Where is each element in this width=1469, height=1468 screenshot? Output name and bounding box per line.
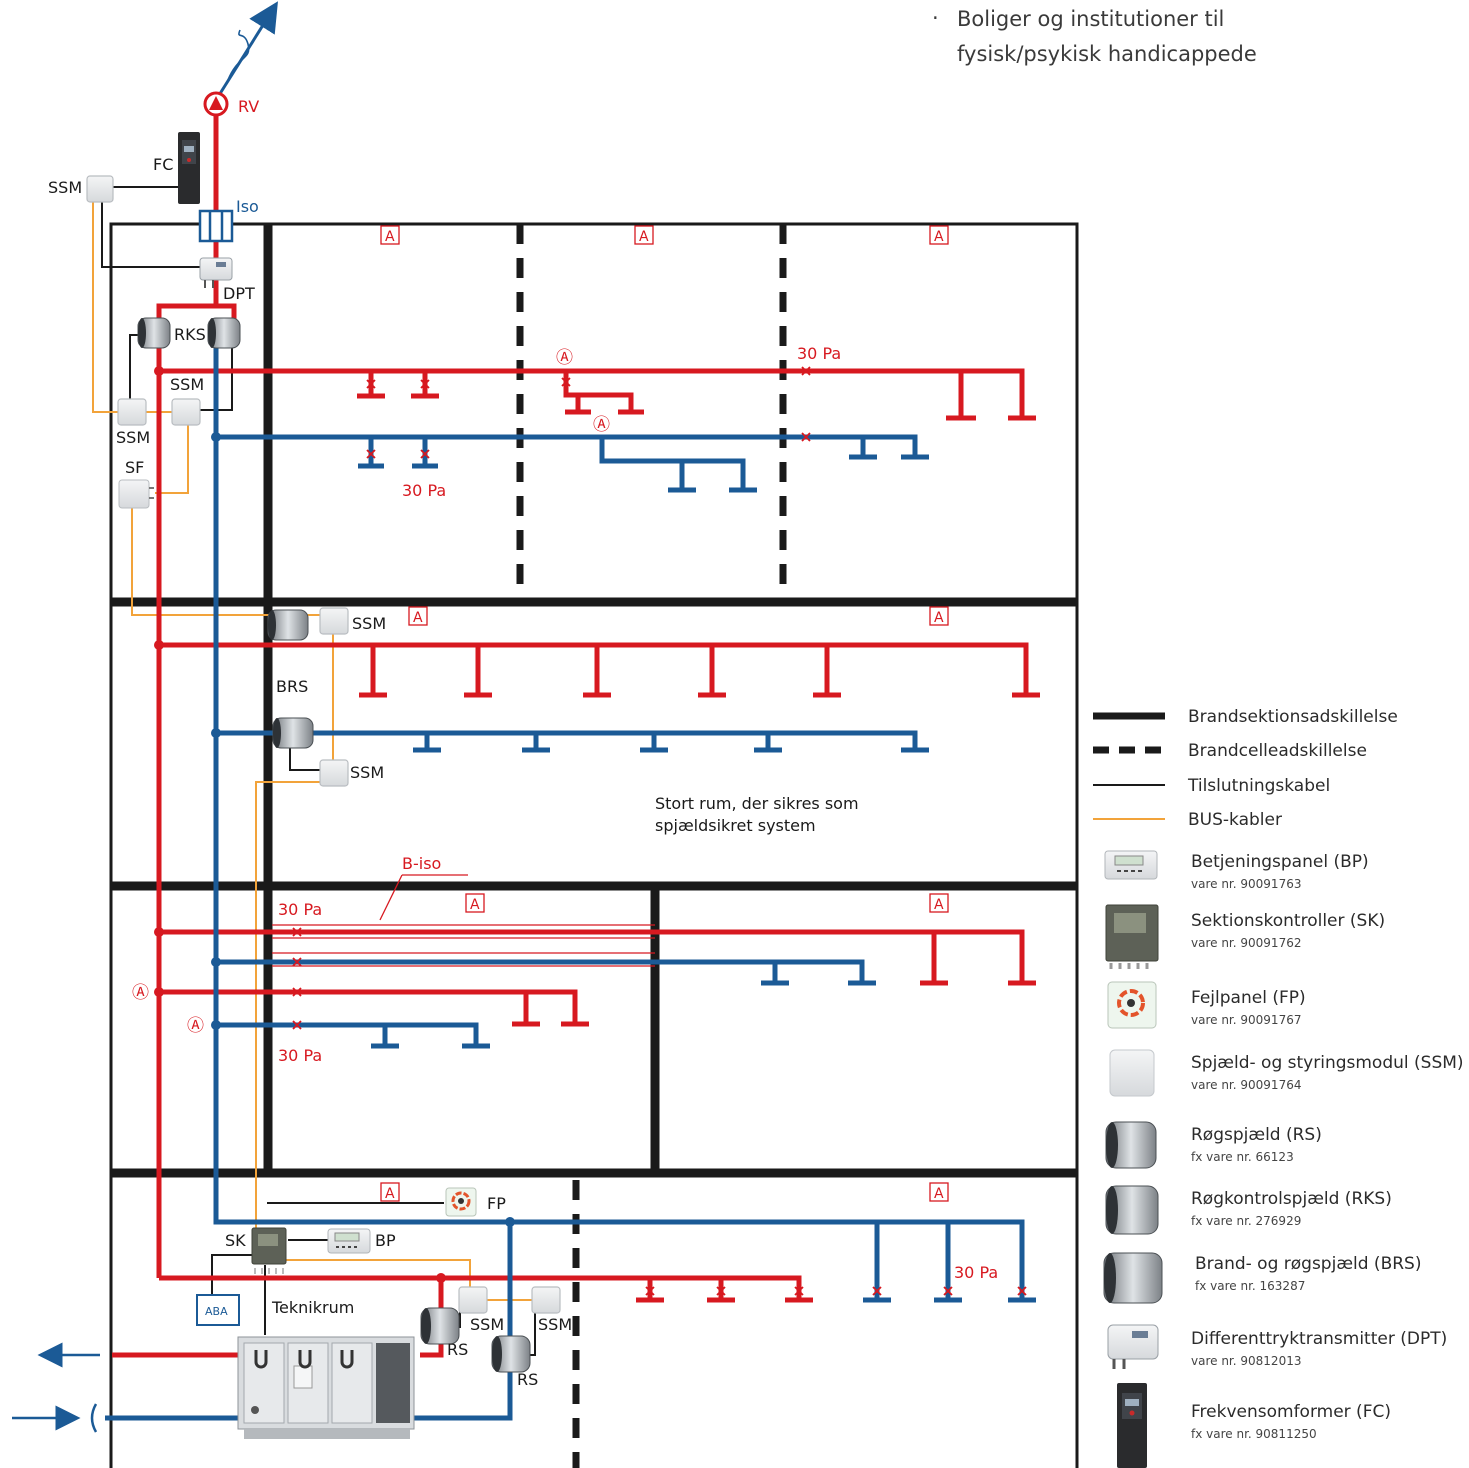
rv-fan — [203, 91, 229, 117]
control-panel-icon — [1104, 850, 1158, 880]
pressure-label-1: 30 Pa — [797, 344, 841, 363]
rs-label-2: RS — [517, 1370, 538, 1389]
room-line1: Stort rum, der sikres som — [655, 794, 859, 813]
frequency-converter — [178, 132, 200, 204]
iso-label: Iso — [236, 197, 259, 216]
fault-panel — [445, 1187, 477, 1217]
zone-a-7: A — [934, 897, 944, 913]
sk-label: SK — [225, 1231, 246, 1250]
legend-title-fp: Fejlpanel (FP) — [1191, 988, 1306, 1008]
header-line2: fysisk/psykisk handicappede — [957, 42, 1257, 66]
outside-air-arrows — [12, 1342, 100, 1433]
measurement-marks — [292, 366, 1027, 1296]
zone-a-9: A — [934, 1186, 944, 1202]
room-line2: spjældsikret system — [655, 816, 816, 835]
legend-title-rs: Røgspjæld (RS) — [1191, 1125, 1322, 1145]
rks-label: RKS — [174, 325, 206, 344]
ssm-label-4: SSM — [352, 614, 386, 633]
circle-a-1: Ⓐ — [556, 348, 573, 368]
smoke-damper-icon — [1105, 1121, 1157, 1169]
circle-a-2: Ⓐ — [593, 415, 610, 435]
ssm-modules — [86, 175, 561, 1314]
aba-box — [196, 1294, 240, 1326]
brs-label: BRS — [276, 677, 308, 696]
ssm-label-3: SSM — [116, 428, 150, 447]
legend-sub-fc: fx vare nr. 90811250 — [1191, 1427, 1317, 1441]
zone-a-4: A — [413, 610, 423, 626]
legend-title-bp: Betjeningspanel (BP) — [1191, 852, 1369, 872]
ssm-label-7: SSM — [538, 1315, 572, 1334]
ssm-label-6: SSM — [470, 1315, 504, 1334]
pressure-label-2: 30 Pa — [402, 481, 446, 500]
legend-sub-fp: vare nr. 90091767 — [1191, 1013, 1301, 1027]
legend-sub-dpt: vare nr. 90812013 — [1191, 1354, 1301, 1368]
pressure-label-4: 30 Pa — [278, 1046, 322, 1065]
section-controller-icon — [1105, 904, 1159, 969]
fault-panel-icon — [1107, 981, 1157, 1029]
circle-a-3: Ⓐ — [132, 983, 149, 1003]
control-panel — [327, 1228, 371, 1254]
pressure-transmitter — [199, 257, 233, 288]
zone-a-3: A — [934, 229, 944, 245]
damper-module-icon — [1109, 1049, 1155, 1097]
section-controller — [251, 1227, 287, 1274]
diagram-labels: · Boliger og institutioner til fysisk/ps… — [48, 6, 1257, 1389]
legend-sub-sk: vare nr. 90091762 — [1191, 936, 1301, 950]
smoke-control-damper-icon — [1105, 1185, 1159, 1235]
dampers — [137, 317, 531, 1373]
air-handling-unit — [237, 1336, 415, 1439]
b-iso-label: B-iso — [402, 854, 441, 873]
legend-title-brs: Brand- og røgspjæld (BRS) — [1195, 1254, 1421, 1274]
legend-title-dpt: Differenttryktransmitter (DPT) — [1191, 1329, 1447, 1349]
dpt-label: DPT — [223, 284, 255, 303]
zone-a-5: A — [934, 610, 944, 626]
bullet-dot: · — [932, 6, 939, 30]
legend-sub-brs: fx vare nr. 163287 — [1195, 1279, 1305, 1293]
ssm-label-5: SSM — [350, 763, 384, 782]
iso-connector — [198, 209, 234, 243]
legend-sub-rs: fx vare nr. 66123 — [1191, 1150, 1294, 1164]
supply-ducts — [105, 340, 1036, 1421]
legend-line-label-4: BUS-kabler — [1188, 810, 1282, 830]
fire-smoke-damper-icon — [1103, 1252, 1163, 1304]
bp-label: BP — [375, 1231, 396, 1250]
ssm-label-2: SSM — [170, 375, 204, 394]
legend: Brandsektionsadskillelse Brandcelleadski… — [1093, 707, 1464, 1468]
legend-sub-bp: vare nr. 90091763 — [1191, 877, 1301, 891]
legend-line-label-2: Brandcelleadskillelse — [1188, 741, 1367, 761]
legend-title-ssm: Spjæld- og styringsmodul (SSM) — [1191, 1053, 1464, 1073]
legend-line-label-1: Brandsektionsadskillelse — [1188, 707, 1398, 727]
fc-label: FC — [153, 155, 173, 174]
zone-a-markers — [380, 225, 949, 1202]
zone-a-8: A — [385, 1186, 395, 1202]
pressure-transmitter-icon — [1107, 1324, 1159, 1369]
circle-a-4: Ⓐ — [187, 1016, 204, 1036]
ssm-label-1: SSM — [48, 178, 82, 197]
rv-label: RV — [238, 97, 259, 116]
legend-title-rks: Røgkontrolspjæld (RKS) — [1191, 1189, 1392, 1209]
legend-line-label-3: Tilslutningskabel — [1187, 776, 1330, 796]
legend-title-sk: Sektionskontroller (SK) — [1191, 911, 1385, 931]
roof-exhaust — [214, 1, 278, 101]
legend-title-fc: Frekvensomformer (FC) — [1191, 1402, 1391, 1422]
duct-joints — [154, 366, 515, 1283]
b-iso-insulation — [272, 874, 655, 967]
aba-label: ABA — [205, 1305, 228, 1318]
pressure-label-5: 30 Pa — [954, 1263, 998, 1282]
sf-label: SF — [125, 458, 144, 477]
pressure-label-3: 30 Pa — [278, 900, 322, 919]
legend-sub-rks: fx vare nr. 276929 — [1191, 1214, 1301, 1228]
zone-a-6: A — [470, 897, 480, 913]
connection-cables — [101, 186, 545, 1356]
rs-label-1: RS — [447, 1340, 468, 1359]
fp-label: FP — [487, 1194, 506, 1213]
frequency-converter-icon — [1117, 1383, 1147, 1468]
sf-module — [118, 479, 154, 509]
legend-sub-ssm: vare nr. 90091764 — [1191, 1078, 1301, 1092]
header-line1: Boliger og institutioner til — [957, 7, 1224, 31]
teknikrum-label: Teknikrum — [271, 1298, 354, 1317]
zone-a-1: A — [385, 229, 395, 245]
zone-a-2: A — [639, 229, 649, 245]
